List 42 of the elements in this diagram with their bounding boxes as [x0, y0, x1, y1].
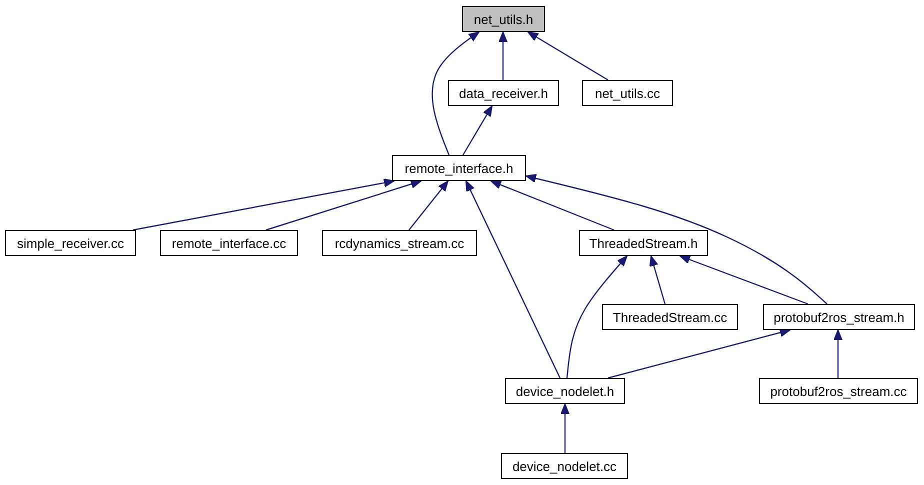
include-arrow: [528, 31, 608, 81]
file-name: simple_receiver.cc: [17, 236, 124, 250]
file-box: [763, 304, 915, 330]
file-name: net_utils.cc: [594, 86, 660, 100]
include-arrow: [132, 178, 394, 231]
include-arrow: [490, 180, 614, 231]
include-arrow: [498, 32, 508, 80]
file-box: [448, 80, 559, 106]
file-name: device_nodelet.h: [516, 384, 614, 398]
highlighted-file-box: [462, 6, 545, 32]
file-box: [579, 230, 708, 256]
include-arrow: [526, 174, 828, 304]
include-arrow: [566, 256, 628, 378]
file-name: remote_interface.cc: [172, 236, 286, 250]
include-arrow: [408, 180, 448, 230]
file-name: device_nodelet.cc: [512, 460, 617, 472]
file-name: net_utils.h: [474, 12, 534, 26]
file-name: data_receiver.h: [459, 86, 548, 100]
file-box: [501, 453, 628, 479]
include-arrow: [266, 180, 422, 231]
include-arrow: [834, 330, 842, 378]
file-box: [5, 230, 136, 256]
file-box: [759, 378, 918, 404]
include-arrow: [465, 180, 561, 378]
file-name: remote_interface.h: [404, 162, 514, 174]
file-name: protobuf2ros_stream.h: [774, 310, 904, 324]
file-box: [602, 304, 738, 330]
file-name: protobuf2ros_stream.cc: [770, 384, 907, 398]
include-arrow: [560, 404, 570, 453]
file-box: [505, 378, 625, 404]
file-box: [392, 155, 526, 181]
include-arrow: [432, 32, 480, 156]
file-name: rcdynamics_stream.cc: [334, 236, 464, 250]
file-box: [582, 80, 673, 106]
include-arrow: [608, 328, 790, 379]
file-name: ThreadedStream.cc: [612, 310, 728, 324]
include-arrow: [462, 106, 493, 156]
file-name: ThreadedStream.h: [589, 236, 698, 250]
file-box: [322, 230, 477, 256]
file-box: [160, 230, 298, 256]
include-arrow: [649, 256, 666, 304]
include-arrow: [680, 255, 808, 305]
